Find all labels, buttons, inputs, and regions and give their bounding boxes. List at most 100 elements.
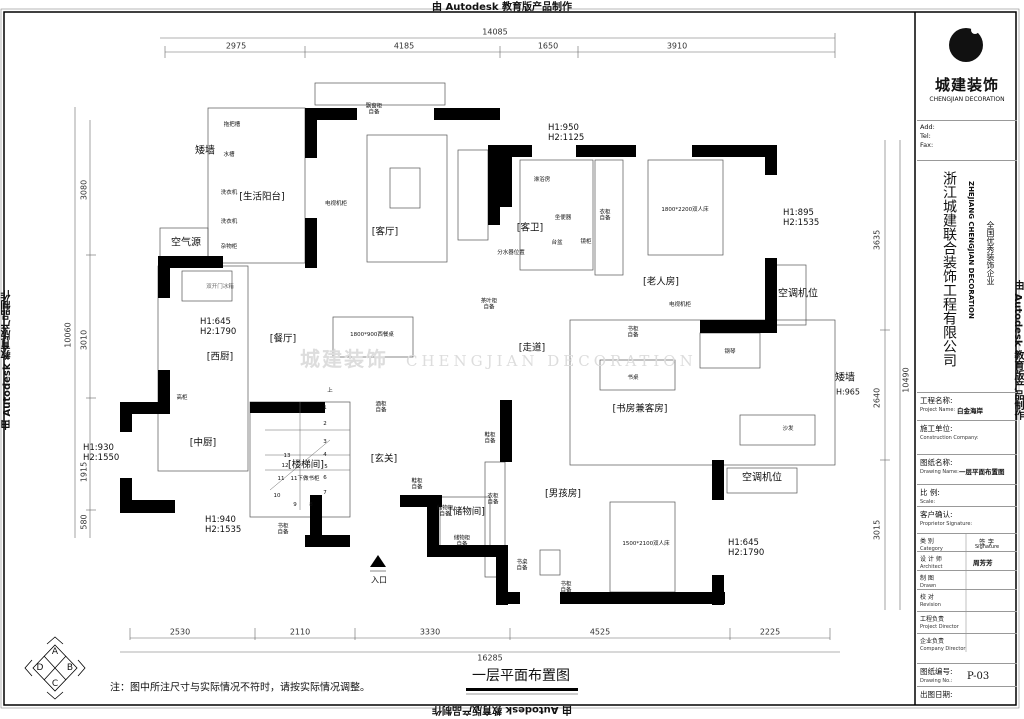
- dim-bottom-total: 16285: [477, 653, 503, 663]
- label-low-wall: 矮墙: [195, 145, 215, 157]
- company-name-en: ZHEJIANG CHENGJIAN DECORATION: [967, 181, 975, 319]
- dim-bottom: 2530: [169, 627, 191, 637]
- stair-step: 1: [323, 404, 327, 411]
- room-living: [客厅]: [371, 226, 399, 238]
- stair-step: 9: [293, 501, 297, 508]
- contact-block: Add:Tel:Fax:: [917, 120, 1017, 160]
- label-storage-cabinet: 储物柜 自备: [436, 505, 454, 518]
- compass-a: A: [51, 646, 59, 657]
- room-corridor: [走道]: [518, 342, 546, 354]
- tb-issue-date: 出图日期:: [917, 686, 1017, 705]
- label-washer: 洗衣机: [220, 189, 238, 196]
- tb-drawing-name: 图纸名称:Drawing Name:一层平面布置图: [917, 454, 1017, 484]
- company-block: 浙江城建联合装饰工程有限公司 ZHEJIANG CHENGJIAN DECORA…: [917, 160, 1017, 368]
- room-dining: [餐厅]: [269, 333, 297, 345]
- label-fridge: 双开门冰箱: [206, 283, 234, 290]
- dim-bottom: 2110: [289, 627, 311, 637]
- dim-left: 3080: [79, 179, 89, 201]
- label-mirror-cabinet: 镜柜: [580, 238, 592, 245]
- room-study: [书房兼客房]: [612, 403, 668, 415]
- label-basin: 台盆: [551, 239, 563, 246]
- tb-construction: 施工单位:Construction Company:: [917, 420, 1017, 454]
- dim-top: 1650: [537, 41, 559, 51]
- compass-b: B: [66, 662, 74, 673]
- label-tea-cabinet: 茶叶柜 自备: [480, 298, 498, 311]
- compass-d: D: [36, 662, 44, 673]
- dim-top: 2975: [225, 41, 247, 51]
- label-mop-sink: 拖把槽: [223, 121, 241, 128]
- room-guest-bath: [客卫]: [516, 222, 544, 234]
- label-low-wall: 矮墙: [835, 372, 855, 384]
- label-tv-cabinet: 电视机柜: [668, 301, 692, 308]
- dim-top: 4185: [393, 41, 415, 51]
- company-logo-en: CHENGJIAN DECORATION: [929, 96, 1005, 103]
- label-ac-unit: 空调机位: [778, 288, 818, 300]
- room-elder: [老人房]: [643, 276, 679, 288]
- label-bookcase-stair: 书柜 自备: [277, 523, 289, 536]
- tb-project-name: 工程名称:Project Name:白金海岸: [917, 392, 1017, 420]
- label-desk: 书桌: [627, 374, 639, 381]
- stair-step: 13: [283, 452, 291, 459]
- label-shower: 淋浴房: [533, 176, 551, 183]
- dim-left: 1915: [79, 461, 89, 483]
- drawing-title: 一层平面布置图: [472, 667, 570, 684]
- label-washer: 洗衣机: [220, 218, 238, 225]
- room-foyer: [玄关]: [370, 453, 398, 465]
- dim-top: 3910: [666, 41, 688, 51]
- room-kitchen: [中厨]: [189, 437, 217, 449]
- watermark-top: 由 Autodesk 教育版产品制作: [432, 2, 573, 13]
- dim-right: 3015: [872, 519, 882, 541]
- company-logo-icon: [949, 28, 983, 62]
- dim-left: 580: [79, 514, 89, 530]
- label-tall-cabinet: 高柜: [176, 394, 188, 401]
- dim-bottom: 2225: [759, 627, 781, 637]
- room-west-kitchen: [西厨]: [206, 351, 234, 363]
- dim-left-total: 10060: [63, 322, 73, 348]
- label-storage-cabinet: 储物柜 自备: [453, 535, 471, 548]
- label-low-wall-height: H:965: [836, 387, 860, 397]
- dim-right-total: 10490: [901, 367, 911, 393]
- tb-scale: 比 例:Scale:: [917, 484, 1017, 506]
- label-wine-cabinet: 酒柜 自备: [375, 401, 387, 414]
- watermark-right: 由 Autodesk 教育版产品制作: [1012, 280, 1023, 421]
- stair-step: 10: [273, 492, 281, 499]
- dim-top-total: 14085: [482, 27, 508, 37]
- footer-note: 注：图中所注尺寸与实际情况不符时，请按实际情况调整。: [110, 682, 370, 694]
- stair-step: 6: [323, 474, 327, 481]
- watermark-left: 由 Autodesk 教育版产品制作: [2, 290, 13, 431]
- label-bay-cabinet: 飘窗柜 自备: [365, 103, 383, 116]
- stair-step: 2: [323, 420, 327, 427]
- label-wardrobe-elder: 衣柜 自备: [599, 209, 611, 222]
- dim-right: 3635: [872, 229, 882, 251]
- stair-step: 3: [323, 438, 327, 445]
- dim-bottom: 4525: [589, 627, 611, 637]
- label-toilet: 坐便器: [554, 214, 572, 221]
- label-piano: 钢琴: [724, 348, 736, 355]
- room-storage: [储物间]: [449, 506, 485, 518]
- label-air-source: 空气源: [171, 237, 201, 249]
- tb-drawing-no: 图纸编号:Drawing No.:P-03: [917, 663, 1017, 686]
- stair-step: 8: [309, 501, 313, 508]
- company-logo-text: 城建装饰: [934, 76, 999, 94]
- label-manifold: 分水器位置: [497, 249, 525, 256]
- label-shoe-cabinet: 鞋柜 自备: [411, 478, 423, 491]
- label-bed-boy: 1500*2100双人床: [622, 540, 670, 547]
- label-shoe-cabinet: 鞋柜 自备: [484, 432, 496, 445]
- company-name: 浙江城建联合装饰工程有限公司: [941, 171, 957, 367]
- label-tv-cabinet: 电视机柜: [324, 200, 348, 207]
- dim-bottom: 3330: [419, 627, 441, 637]
- label-entrance: 入口: [371, 575, 387, 585]
- company-slogan: 全国优秀装饰企业: [986, 221, 995, 285]
